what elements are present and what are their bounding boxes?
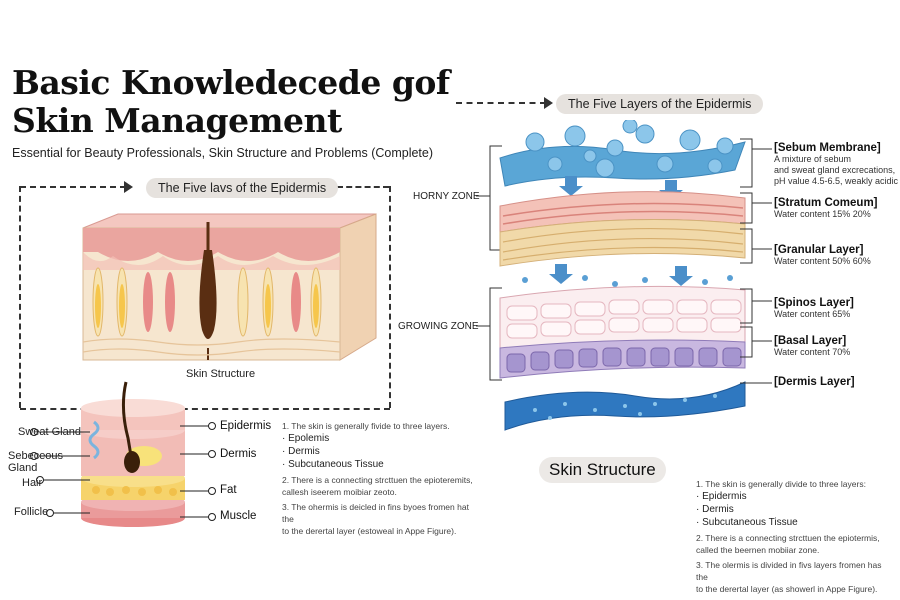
note-item: · Subcutaneous Tissue bbox=[282, 459, 384, 470]
zone-horny: HORNY ZONE bbox=[413, 191, 480, 202]
note-item: · Epidermis bbox=[696, 491, 747, 502]
note-item: · Subcutaneous Tissue bbox=[696, 517, 798, 528]
page-subtitle: Essential for Beauty Professionals, Skin… bbox=[12, 146, 434, 160]
title-connector-line bbox=[456, 102, 546, 104]
note-3a: 3. The olermis is divided in fivs layers… bbox=[696, 560, 882, 582]
note-2a: 2. There is a connecting strcttuen the e… bbox=[696, 533, 880, 543]
label-fat: Fat bbox=[220, 484, 237, 496]
note-3b: to the derertal layer (as showerl in App… bbox=[696, 584, 878, 594]
zone-growing: GROWING ZONE bbox=[398, 321, 479, 332]
left-panel-frame-left bbox=[19, 186, 21, 408]
note-3a: 3. The ohermis is deicled in fins byoes … bbox=[282, 502, 469, 524]
layer-name: [Granular Layer] bbox=[774, 244, 864, 256]
page-title: Basic Knowledecede gof Skin Management bbox=[12, 64, 450, 140]
left-panel-frame-top bbox=[20, 186, 126, 188]
cylinder-right-connectors bbox=[180, 422, 216, 521]
left-panel-frame-bottom bbox=[20, 408, 390, 410]
layer-name: [Stratum Comeum] bbox=[774, 197, 878, 209]
note-item: · Dermis bbox=[696, 504, 734, 515]
layer-granular: [Granular Layer] Water content 50% 60% bbox=[774, 244, 871, 267]
note-3b: to the derertal layer (estoweal in Appe … bbox=[282, 526, 457, 536]
layer-desc: A mixture of sebum bbox=[774, 154, 852, 164]
left-panel-arrow bbox=[124, 181, 133, 193]
layer-desc: Water content 70% bbox=[774, 347, 851, 357]
title-connector-arrow bbox=[544, 97, 553, 109]
title-line-1: Basic Knowledecede gof bbox=[12, 63, 450, 102]
layer-dermis: [Dermis Layer] bbox=[774, 376, 855, 388]
layer-sebum: [Sebum Membrane] A mixture of sebum and … bbox=[774, 142, 898, 187]
layer-name: [Spinos Layer] bbox=[774, 297, 854, 309]
layer-name: [Dermis Layer] bbox=[774, 376, 855, 388]
skin-block-caption: Skin Structure bbox=[186, 368, 256, 380]
layer-desc: pH value 4.5-6.5, weakly acidic bbox=[774, 176, 899, 186]
epidermis-layers-illustration bbox=[499, 120, 746, 431]
layer-name: [Basal Layer] bbox=[774, 335, 847, 347]
layer-desc: Water content 50% 60% bbox=[774, 256, 871, 266]
label-sweat-gland: Sweat Gland bbox=[18, 426, 81, 438]
label-sebaceous-gland: Sebeceous Gland bbox=[8, 450, 64, 474]
left-panel-pill: The Five lavs of the Epidermis bbox=[146, 178, 339, 198]
skin-block-illustration bbox=[82, 213, 377, 361]
layer-basal: [Basal Layer] Water content 70% bbox=[774, 335, 850, 358]
layer-desc: Water content 65% bbox=[774, 309, 851, 319]
label-hair: Hair bbox=[22, 477, 43, 489]
bottom-left-notes: 1. The skin is generally fivide to three… bbox=[282, 420, 482, 537]
note-2b: callesh iseerem moibiar zeoto. bbox=[282, 487, 397, 497]
zone-brackets bbox=[476, 145, 502, 381]
note-2a: 2. There is a connecting strcttuen the e… bbox=[282, 475, 473, 485]
right-panel-pill: The Five Layers of the Epidermis bbox=[556, 94, 764, 114]
layer-spinous: [Spinos Layer] Water content 65% bbox=[774, 297, 854, 320]
left-panel-frame-right bbox=[389, 186, 391, 408]
title-line-2: Skin Management bbox=[12, 101, 342, 140]
layer-brackets bbox=[740, 138, 772, 384]
cylinder-left-connectors bbox=[30, 428, 90, 517]
label-epidermis: Epidermis bbox=[220, 420, 272, 432]
layer-name: [Sebum Membrane] bbox=[774, 142, 881, 154]
note-1: 1. The skin is generally fivide to three… bbox=[282, 421, 450, 431]
right-notes: 1. The skin is generally divide to three… bbox=[696, 478, 892, 595]
layer-desc: Water content 15% 20% bbox=[774, 209, 871, 219]
left-panel-frame-top-right bbox=[337, 186, 389, 188]
layer-desc: and sweat gland excrecations, bbox=[774, 165, 896, 175]
label-muscle: Muscle bbox=[220, 510, 257, 522]
label-dermis: Dermis bbox=[220, 448, 257, 460]
note-2b: called the beernen mobiiar zone. bbox=[696, 545, 820, 555]
right-section-title: Skin Structure bbox=[539, 457, 666, 483]
note-1: 1. The skin is generally divide to three… bbox=[696, 479, 866, 489]
layer-stratum-corneum: [Stratum Comeum] Water content 15% 20% bbox=[774, 197, 878, 220]
label-follicle: Follicle bbox=[14, 506, 49, 518]
skin-cylinder-illustration bbox=[81, 381, 185, 527]
note-item: · Epolemis bbox=[282, 433, 330, 444]
note-item: · Dermis bbox=[282, 446, 320, 457]
